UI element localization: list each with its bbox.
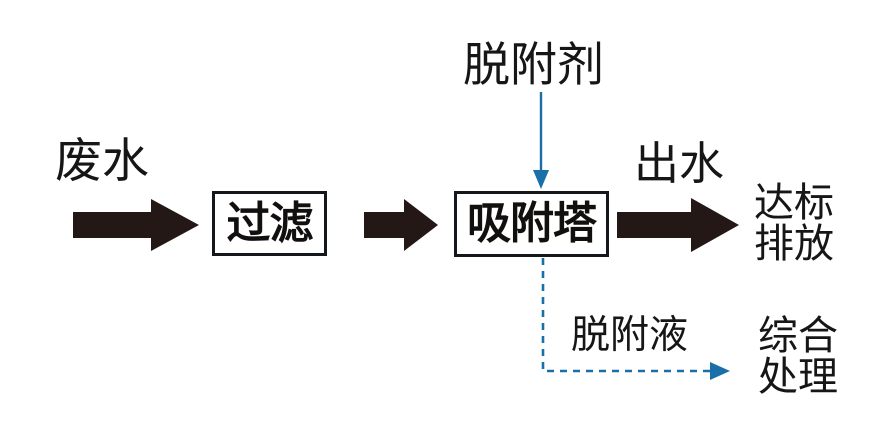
node-filter[interactable]: 过滤	[212, 191, 327, 256]
arrow-desorption-liquid-path	[541, 258, 730, 380]
node-adsorption-tower[interactable]: 吸附塔	[454, 191, 609, 257]
label-desorption-liquid: 脱附液	[571, 313, 689, 358]
arrow-filter-to-tower	[364, 199, 438, 251]
label-influent: 废水	[55, 134, 149, 189]
arrow-desorbent-into-tower	[533, 92, 549, 189]
label-effluent: 出水	[634, 137, 725, 190]
label-compliant-discharge: 达标 排放	[754, 180, 834, 267]
label-comprehensive-treatment: 综合 处理	[758, 313, 838, 400]
label-desorbent: 脱附剂	[463, 38, 604, 93]
node-adsorption-tower-label: 吸附塔	[467, 198, 597, 249]
arrow-influent-to-filter	[73, 199, 199, 251]
arrow-tower-to-discharge	[617, 198, 739, 252]
node-filter-label: 过滤	[226, 197, 314, 249]
